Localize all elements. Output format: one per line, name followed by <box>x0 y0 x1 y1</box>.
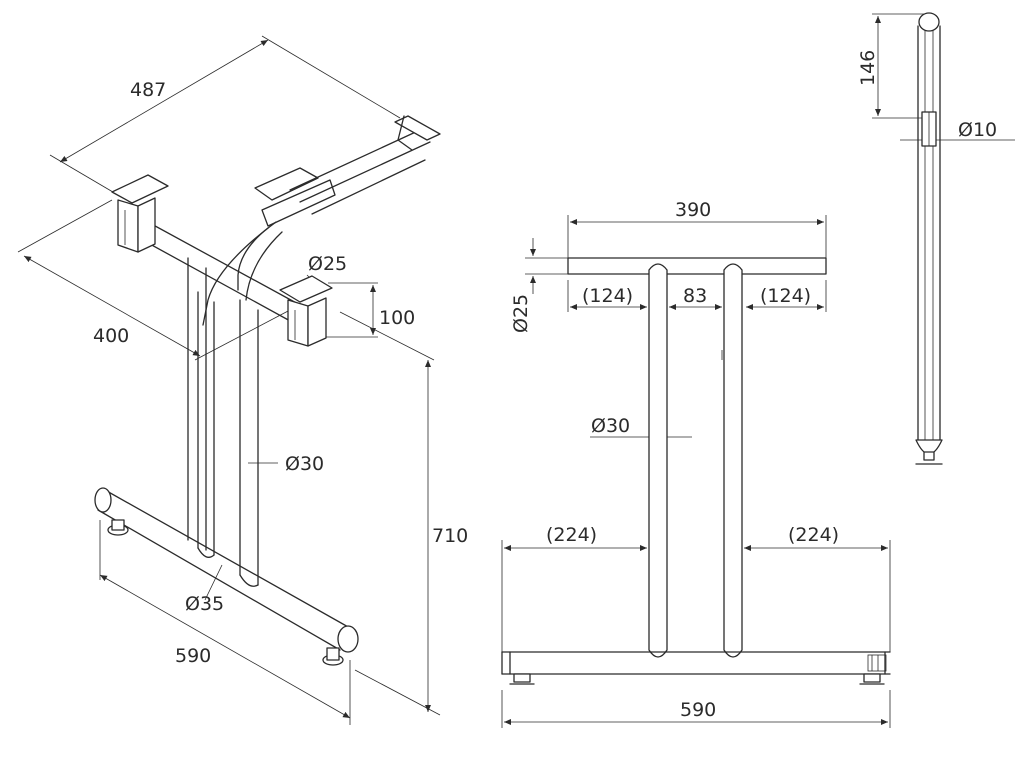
front-label-gap-center: 83 <box>683 285 707 307</box>
iso-left-bracket <box>111 174 169 253</box>
dimension-labels: 487 400 Ø25 100 Ø30 710 Ø35 590 390 Ø25 … <box>93 50 997 721</box>
iso-dim-width <box>49 35 401 196</box>
front-view <box>501 215 891 728</box>
front-label-gap-left: (124) <box>582 285 633 307</box>
iso-top-crossbar <box>127 214 301 323</box>
iso-label-100: 100 <box>379 307 415 329</box>
iso-dim-foot <box>99 520 351 725</box>
front-label-tube25: Ø25 <box>510 294 532 333</box>
side-view <box>872 12 1015 465</box>
iso-dim-plate <box>320 282 378 338</box>
front-dim-gaps <box>567 280 827 312</box>
side-dim-offset <box>872 13 928 119</box>
iso-rear-columns <box>187 257 207 551</box>
front-label-590: 590 <box>680 699 716 721</box>
iso-label-400: 400 <box>93 325 129 347</box>
iso-dim-depth <box>17 199 291 361</box>
front-dim-foot <box>501 690 891 728</box>
side-post <box>915 12 943 465</box>
iso-label-foot35: Ø35 <box>185 593 224 615</box>
front-label-foot-right: (224) <box>788 524 839 546</box>
front-label-column30: Ø30 <box>591 415 630 437</box>
iso-label-710: 710 <box>432 525 468 547</box>
front-label-390: 390 <box>675 199 711 221</box>
front-top-bar <box>567 257 827 275</box>
front-foot <box>501 651 891 685</box>
front-columns <box>648 263 743 658</box>
front-dim-top <box>567 215 827 258</box>
iso-label-tube25: Ø25 <box>308 253 347 275</box>
front-label-foot-left: (224) <box>546 524 597 546</box>
iso-right-bracket <box>279 275 333 347</box>
isometric-view <box>17 35 441 725</box>
iso-dim-height <box>339 311 441 716</box>
iso-label-column30: Ø30 <box>285 453 324 475</box>
front-dim-foot-sides <box>501 540 891 652</box>
side-label-pin10: Ø10 <box>958 119 997 141</box>
front-label-gap-right: (124) <box>760 285 811 307</box>
side-label-146: 146 <box>857 50 879 86</box>
iso-folding-arm <box>202 115 441 326</box>
iso-label-487: 487 <box>130 79 166 101</box>
iso-foot-tube <box>94 487 359 666</box>
iso-front-columns <box>197 291 259 587</box>
iso-label-590: 590 <box>175 645 211 667</box>
front-dim-tube <box>525 238 568 294</box>
